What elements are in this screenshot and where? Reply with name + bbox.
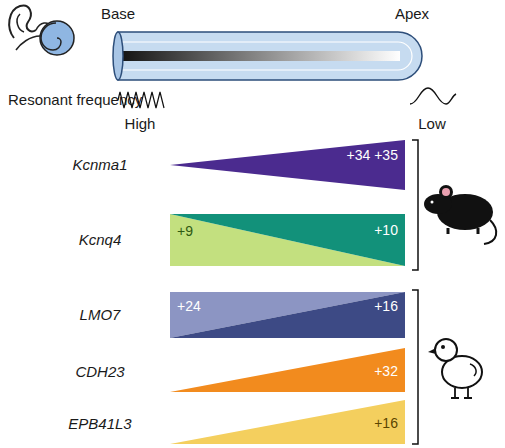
frequency-label: Low: [418, 116, 446, 133]
gradient-wedge: +10: [170, 214, 405, 266]
wedge-fill: [170, 292, 405, 338]
exon-number: +16: [374, 416, 398, 430]
chick-bracket: [412, 290, 418, 444]
gene-name: Kcnq4: [79, 232, 122, 249]
gene-name: EPB41L3: [68, 416, 131, 433]
cochlea-tube: [113, 32, 422, 80]
mouse-bracket: [412, 140, 418, 270]
mouse-icon: [424, 185, 496, 244]
position-label: Apex: [395, 6, 429, 23]
wedge-shape: [170, 400, 405, 444]
axis-label: Resonant frequency: [8, 92, 142, 109]
position-label: Base: [101, 6, 135, 23]
exon-number: +32: [374, 364, 398, 378]
chick-icon: [428, 339, 482, 398]
exon-number: +10: [374, 223, 398, 237]
exon-number: +34 +35: [347, 148, 398, 162]
wedge-fill: [170, 292, 405, 338]
gene-name: LMO7: [80, 307, 121, 324]
exon-number: +9: [177, 224, 193, 238]
wedge-shape: [170, 214, 405, 266]
wedge-shape: [170, 348, 405, 392]
gene-name: CDH23: [75, 364, 124, 381]
exon-number: +24: [177, 299, 201, 313]
exon-number: +16: [374, 299, 398, 313]
gene-name: Kcnma1: [72, 157, 127, 174]
wedge-fill: [170, 400, 405, 444]
inner-ear-icon: [9, 5, 74, 55]
wedge-shape: [170, 292, 405, 338]
low-frequency-wave: [410, 88, 456, 104]
gradient-wedge: +16: [170, 292, 405, 338]
wedge-fill: [170, 214, 405, 266]
wedge-fill: [170, 140, 405, 190]
gradient-wedge: +32: [170, 348, 405, 392]
gradient-wedge: +16: [170, 400, 405, 444]
gradient-wedge: +34 +35: [170, 140, 405, 190]
wedge-fill: [170, 214, 405, 266]
wedge-fill: [170, 348, 405, 392]
frequency-label: High: [125, 116, 156, 133]
